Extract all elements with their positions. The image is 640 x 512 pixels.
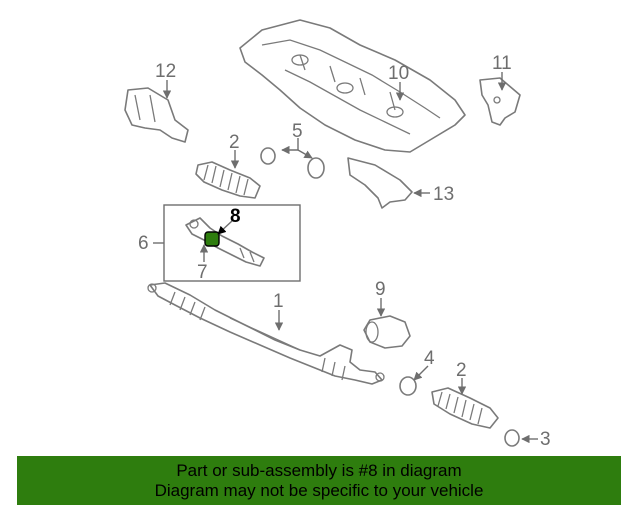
callout-12: 12 [155, 61, 176, 82]
callout-13: 13 [433, 184, 454, 205]
callout-8: 8 [230, 206, 241, 227]
o-ring-part [260, 147, 325, 179]
heat-shield-part [124, 87, 189, 143]
info-banner: Part or sub-assembly is #8 in diagram Di… [17, 456, 621, 505]
crossmember-part [239, 19, 466, 153]
clamp-part-3 [504, 429, 520, 447]
callout-2-lower: 2 [456, 360, 467, 381]
callout-4: 4 [424, 348, 435, 369]
bracket-part-11 [479, 77, 521, 126]
boot-part-lower [431, 387, 499, 429]
callout-1: 1 [273, 291, 284, 312]
callout-11: 11 [492, 53, 512, 74]
shield-part-13 [347, 157, 413, 209]
parts-diagram: 12 2 5 10 11 13 6 7 8 1 9 4 2 3 [124, 19, 551, 450]
boot-part-9 [363, 315, 411, 349]
steering-rack-part [147, 282, 385, 385]
callout-5: 5 [292, 121, 303, 142]
callout-7: 7 [197, 262, 208, 283]
leader-lines [153, 72, 538, 444]
highlighted-nut-part-8 [204, 231, 220, 247]
callout-10: 10 [388, 63, 409, 84]
callout-2-upper: 2 [229, 132, 240, 153]
callout-6: 6 [138, 233, 149, 254]
callout-3: 3 [540, 429, 551, 450]
clamp-part-4 [399, 376, 417, 396]
banner-line-disclaimer: Diagram may not be specific to your vehi… [154, 480, 484, 500]
boot-part-upper [195, 161, 261, 199]
callout-9: 9 [375, 279, 386, 300]
banner-line-part-number: Part or sub-assembly is #8 in diagram [176, 460, 462, 480]
